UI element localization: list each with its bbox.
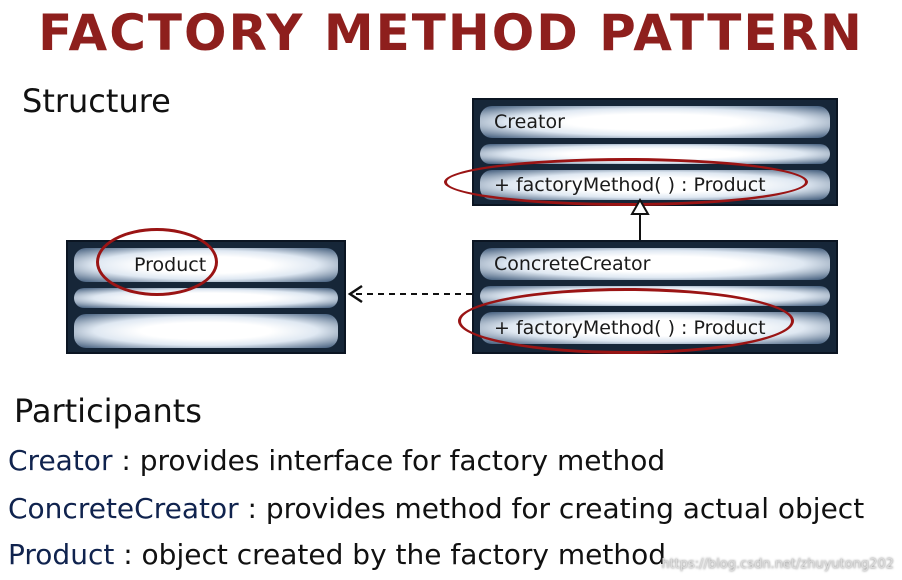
concrete-creator-class-name: ConcreteCreator (494, 253, 651, 275)
dependency-arrow (347, 284, 472, 304)
participant-name: Creator (8, 444, 113, 477)
structure-heading: Structure (22, 82, 171, 120)
participant-creator: Creator : provides interface for factory… (8, 444, 665, 477)
diagram-title: FACTORY METHOD PATTERN (38, 4, 864, 62)
participant-description: : provides method for creating actual ob… (247, 492, 865, 525)
creator-class-name: Creator (494, 111, 565, 133)
concrete-creator-operation-highlight (458, 288, 794, 354)
product-name-highlight (96, 228, 218, 296)
concrete-creator-name-row: ConcreteCreator (480, 248, 830, 280)
participant-description: : object created by the factory method (123, 538, 667, 571)
participant-name: ConcreteCreator (8, 492, 239, 525)
creator-name-row: Creator (480, 106, 830, 138)
participant-concrete-creator: ConcreteCreator : provides method for cr… (8, 492, 864, 525)
inheritance-arrow (630, 197, 650, 240)
participant-product: Product : object created by the factory … (8, 538, 666, 571)
creator-operation-highlight (444, 158, 808, 206)
participant-name: Product (8, 538, 115, 571)
participant-description: : provides interface for factory method (121, 444, 666, 477)
product-operation-row (74, 314, 338, 348)
watermark-text: https://blog.csdn.net/zhuyutong202 (661, 557, 894, 572)
participants-heading: Participants (14, 392, 202, 430)
